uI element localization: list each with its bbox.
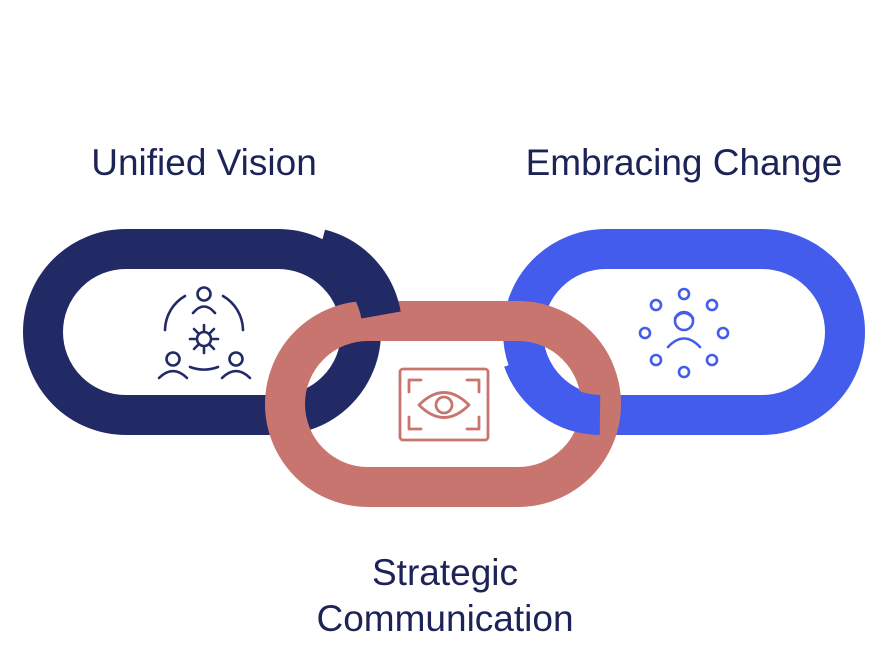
eye-focus-icon (398, 367, 490, 442)
person-network-icon (638, 287, 730, 379)
label-unified-vision: Unified Vision (91, 142, 317, 183)
chain-link-middle (265, 301, 621, 507)
label-strategic-communication: Strategic Communication (245, 550, 645, 642)
label-embracing-change: Embracing Change (525, 142, 843, 183)
label-strategic-line1: Strategic (371, 552, 518, 593)
team-collaboration-icon (157, 286, 252, 380)
chain-overlap-left (314, 229, 401, 320)
chain-overlap-right (504, 352, 602, 435)
label-strategic-line2: Communication (316, 598, 574, 639)
